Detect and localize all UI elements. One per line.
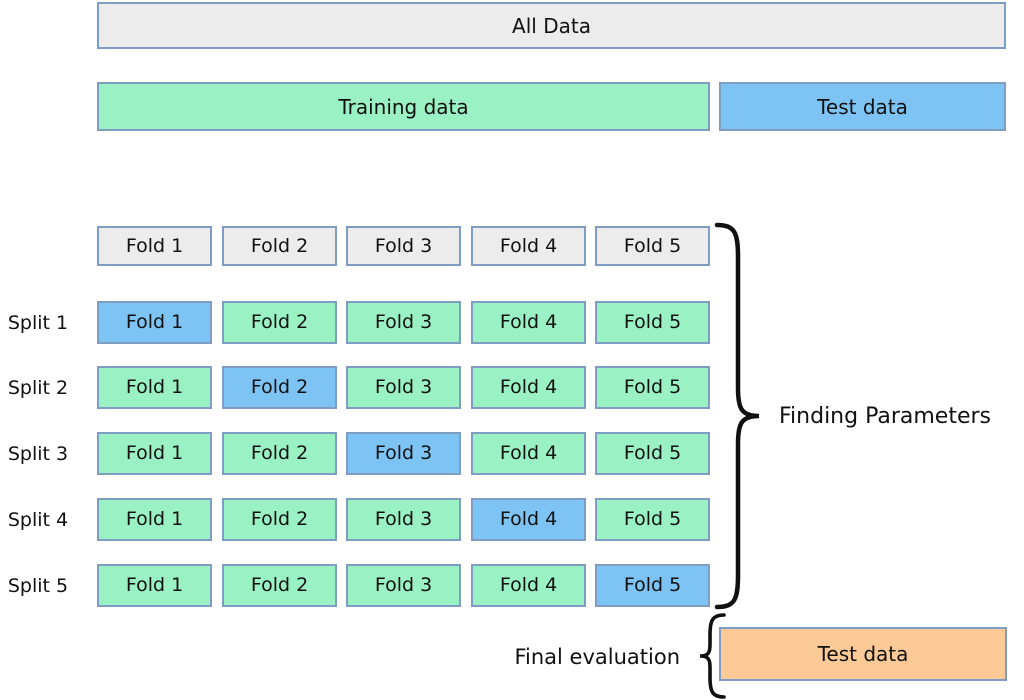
split-4-fold-1: Fold 1 bbox=[97, 498, 212, 541]
final-evaluation-brace-icon bbox=[699, 613, 726, 699]
fold-header-1: Fold 1 bbox=[97, 226, 212, 266]
split-3-fold-4: Fold 4 bbox=[471, 432, 586, 475]
finding-parameters-label: Finding Parameters bbox=[779, 404, 992, 429]
split-4-fold-4: Fold 4 bbox=[471, 498, 586, 541]
split-3-fold-3: Fold 3 bbox=[346, 432, 461, 475]
split-1-fold-4: Fold 4 bbox=[471, 301, 586, 344]
split-1-fold-2: Fold 2 bbox=[222, 301, 337, 344]
split-5-fold-1: Fold 1 bbox=[97, 564, 212, 607]
fold-header-2: Fold 2 bbox=[222, 226, 337, 266]
split-5-fold-5: Fold 5 bbox=[595, 564, 710, 607]
split-2-label: Split 2 bbox=[7, 376, 69, 399]
split-4-fold-5: Fold 5 bbox=[595, 498, 710, 541]
split-3-fold-5: Fold 5 bbox=[595, 432, 710, 475]
final-evaluation-label: Final evaluation bbox=[514, 645, 680, 669]
split-3-fold-1: Fold 1 bbox=[97, 432, 212, 475]
split-4-label: Split 4 bbox=[7, 508, 69, 531]
split-5-fold-4: Fold 4 bbox=[471, 564, 586, 607]
split-2-fold-2: Fold 2 bbox=[222, 366, 337, 409]
split-3-label: Split 3 bbox=[7, 442, 69, 465]
fold-header-3: Fold 3 bbox=[346, 226, 461, 266]
split-2-fold-3: Fold 3 bbox=[346, 366, 461, 409]
split-2-fold-1: Fold 1 bbox=[97, 366, 212, 409]
split-5-fold-2: Fold 2 bbox=[222, 564, 337, 607]
split-3-fold-2: Fold 2 bbox=[222, 432, 337, 475]
split-1-fold-3: Fold 3 bbox=[346, 301, 461, 344]
final-test-data-box: Test data bbox=[719, 627, 1007, 681]
split-5-label: Split 5 bbox=[7, 574, 69, 597]
fold-header-4: Fold 4 bbox=[471, 226, 586, 266]
split-4-fold-3: Fold 3 bbox=[346, 498, 461, 541]
split-4-fold-2: Fold 2 bbox=[222, 498, 337, 541]
fold-header-5: Fold 5 bbox=[595, 226, 710, 266]
split-1-fold-5: Fold 5 bbox=[595, 301, 710, 344]
training-data-box: Training data bbox=[97, 82, 710, 131]
split-1-label: Split 1 bbox=[7, 311, 69, 334]
split-2-fold-5: Fold 5 bbox=[595, 366, 710, 409]
split-1-fold-1: Fold 1 bbox=[97, 301, 212, 344]
split-5-fold-3: Fold 3 bbox=[346, 564, 461, 607]
finding-parameters-brace-icon bbox=[714, 222, 760, 610]
test-data-box: Test data bbox=[719, 82, 1006, 131]
all-data-box: All Data bbox=[97, 2, 1006, 49]
split-2-fold-4: Fold 4 bbox=[471, 366, 586, 409]
